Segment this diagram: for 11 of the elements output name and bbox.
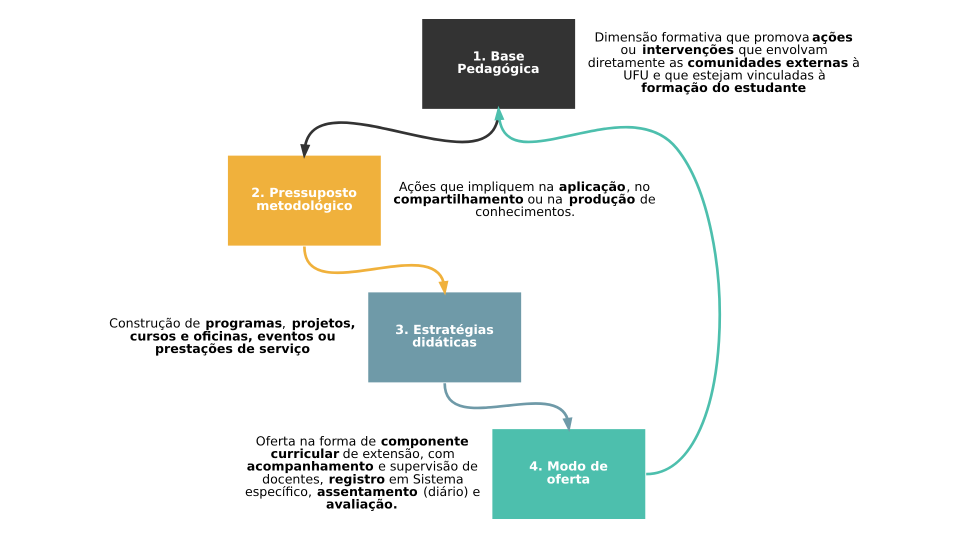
node-label: Oferta na forma de componente curricular de extensão, com acompanhamento e supervisão de docentes, registro em Sistema específico, assentamento (diário) e avaliação. xyxy=(244,433,480,512)
node-box: 3. Estratégias didáticas xyxy=(368,292,521,382)
node-box: 2. Pressuposto metodológico xyxy=(227,156,380,246)
node-label: Dimensão formativa que promova ações ou intervenções que envolvam diretamente as comunidades externas à UFU e que estejam vinculadas à formação do estudante xyxy=(587,30,860,95)
arrow xyxy=(442,382,572,432)
node-box: 1. Base Pedagógica xyxy=(422,18,575,109)
arrow xyxy=(302,246,448,296)
node-box: 4. Modo de oferta xyxy=(492,429,645,520)
node-label: Construção de programas, projetos, cursos e oficinas, eventos ou prestações de serviço xyxy=(108,316,355,356)
node-label: Ações que impliquem na aplicação, no compartilhamento ou na produção de conhecimentos. xyxy=(392,178,656,220)
arrow xyxy=(494,106,720,476)
